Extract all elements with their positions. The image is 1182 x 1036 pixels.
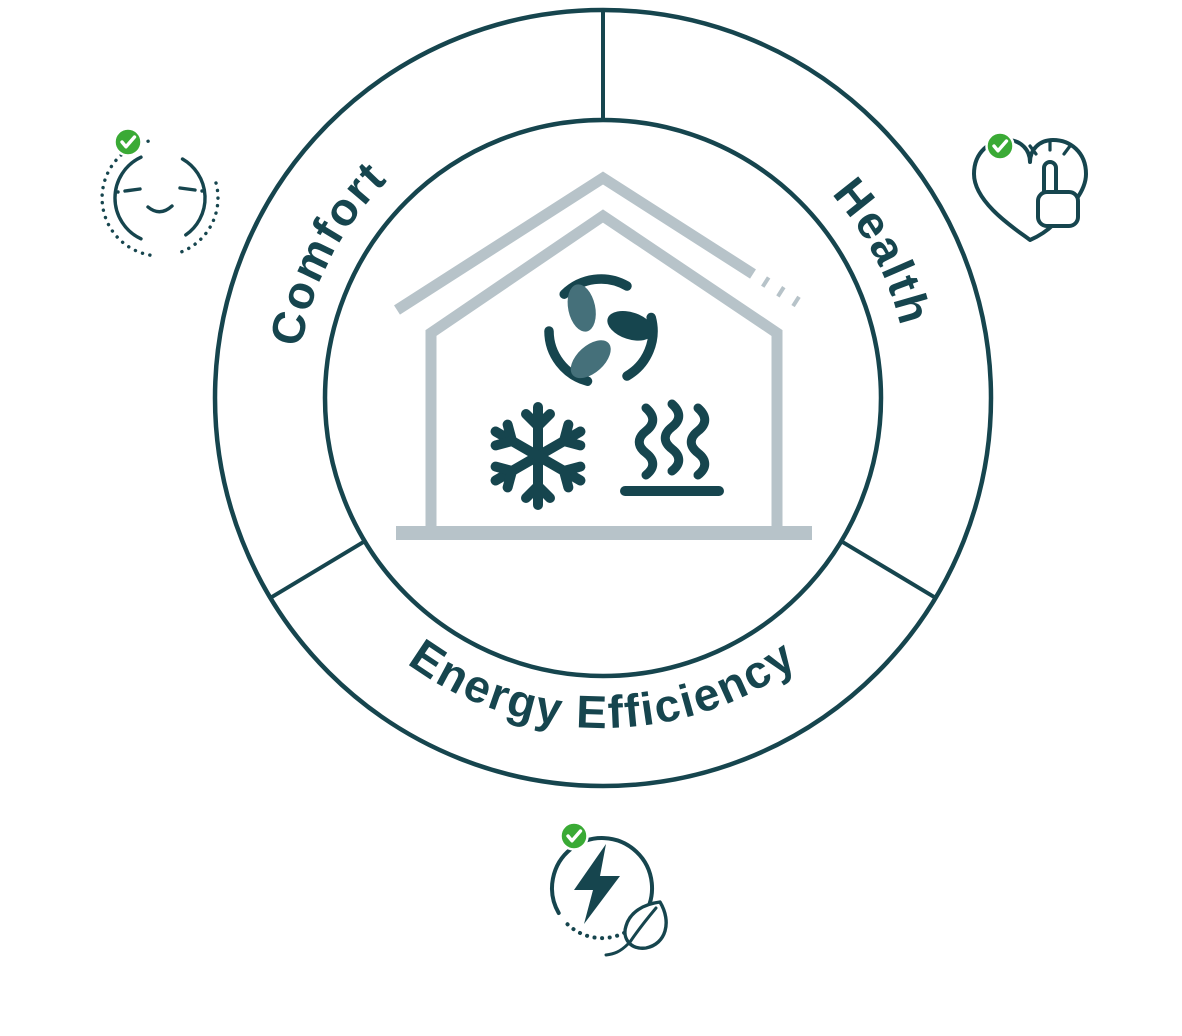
energy-check-icon (559, 821, 589, 851)
face-dotted-arc-left (100, 139, 152, 257)
segment-divider-lower-left (269, 539, 366, 600)
segment-divider-lower-right (840, 539, 937, 600)
face-solid-arc-right (180, 157, 207, 237)
comfort-check-icon (113, 127, 143, 157)
pressing-hand (1028, 139, 1080, 228)
heat-wave (660, 399, 684, 476)
face-right-eye (178, 186, 197, 192)
lightning-bolt (574, 844, 620, 924)
house-walls-roof (425, 209, 783, 528)
segment-label-health: Health (824, 168, 942, 331)
health-check-icon (985, 131, 1015, 161)
face-left-eye (123, 187, 142, 193)
snowflake-arm (490, 419, 586, 493)
leaf (604, 900, 668, 957)
face-solid-arc-left (113, 155, 143, 241)
house-roof-dashes (761, 276, 803, 309)
house-outer-roof (394, 171, 756, 315)
fan-blade (607, 310, 654, 341)
floor-heating-icon (620, 399, 724, 496)
leaf-vein (628, 906, 658, 944)
check-mark (566, 829, 583, 843)
cycle-dotted-arc (564, 921, 633, 941)
fan-blade (567, 284, 596, 332)
outer-ring-circle (212, 7, 994, 789)
inner-ring-circle (322, 117, 884, 679)
energy-cycle-leaf-icon (550, 836, 668, 957)
check-mark (120, 135, 137, 149)
face-right-dot (200, 189, 204, 193)
heat-wave (686, 403, 710, 480)
fan-ring-arcs (544, 274, 658, 386)
cooling-snowflake-icon (490, 402, 586, 510)
face-smile (146, 204, 174, 214)
fan-blades (567, 284, 654, 379)
face-dotted-arc-right (173, 181, 220, 256)
face-left-dot (116, 190, 120, 194)
fan-blade (570, 340, 611, 379)
segment-label-energy-efficiency: Energy Efficiency (401, 629, 805, 739)
benefit-ring: Comfort Health Energy Efficiency (212, 7, 994, 789)
heat-wave (634, 403, 658, 480)
press-ray (1028, 144, 1038, 156)
press-ray (1062, 144, 1072, 156)
relaxed-face-icon (100, 139, 220, 257)
leaf-stem (604, 942, 630, 957)
heart-press-button-icon (972, 138, 1088, 242)
cycle-solid-arc (550, 836, 654, 919)
house-outline (394, 171, 812, 540)
check-mark (992, 139, 1009, 153)
ventilation-fan-icon (544, 274, 658, 386)
fist (1036, 190, 1080, 228)
